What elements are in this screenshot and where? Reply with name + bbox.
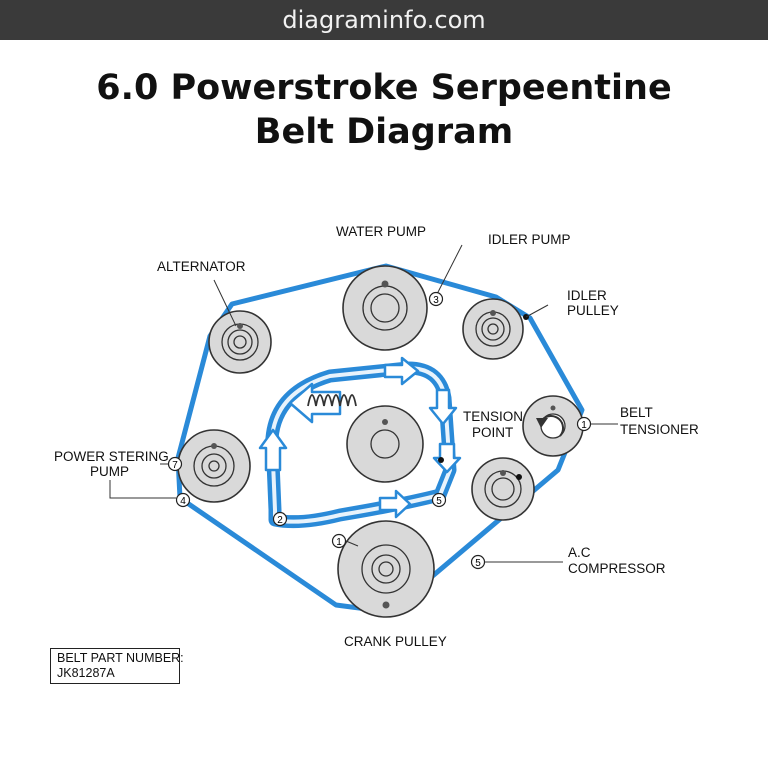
label-belt-tensioner-1: BELT [620, 405, 653, 420]
title-line-1: 6.0 Powerstroke Serpeentine [96, 68, 672, 108]
inner-belt [265, 361, 457, 529]
marker-inner-left: 2 [272, 511, 288, 527]
label-power-steering-2: PUMP [90, 464, 129, 479]
label-tension-point-1: TENSION [463, 409, 523, 424]
svg-text:5: 5 [436, 496, 442, 507]
belt-tensioner-pulley[interactable] [522, 395, 584, 457]
marker-tensioner: 1 [576, 416, 592, 432]
part-number-label: BELT PART NUMBER: [57, 651, 184, 665]
svg-text:1: 1 [336, 537, 342, 548]
marker-idler-pump: 3 [428, 291, 444, 307]
power-steering-pulley[interactable] [177, 429, 251, 503]
alternator-pulley[interactable] [208, 310, 272, 374]
label-power-steering-1: POWER STERING [54, 449, 169, 464]
label-ac-2: COMPRESSOR [568, 561, 666, 576]
belt-part-number-box: BELT PART NUMBER: JK81287A [50, 648, 184, 684]
rotation-arrow-icon [541, 414, 565, 437]
svg-text:3: 3 [433, 295, 439, 306]
title-line-2: Belt Diagram [254, 112, 514, 152]
water-pump-pulley[interactable] [342, 265, 428, 351]
crank-pulley[interactable] [337, 520, 435, 618]
marker-ac: 5 [470, 554, 486, 570]
marker-ps-lower: 4 [175, 492, 191, 508]
marker-ps-upper: 7 [167, 456, 183, 472]
belt-ribs-icon [307, 394, 357, 407]
center-pulley[interactable] [346, 405, 424, 483]
label-water-pump: WATER PUMP [336, 224, 426, 239]
site-header: diagraminfo.com [0, 0, 768, 40]
svg-text:7: 7 [172, 460, 178, 471]
label-belt-tensioner-2: TENSIONER [620, 422, 699, 437]
label-tension-point-2: POINT [472, 425, 513, 440]
arrow-down-right [428, 388, 458, 426]
outer-belt [175, 263, 585, 615]
svg-text:4: 4 [180, 496, 186, 507]
tension-point-pulley[interactable] [471, 457, 535, 521]
arrow-up-left [258, 428, 288, 472]
label-idler-pulley-2: PULLEY [567, 303, 619, 318]
arrow-right-top [383, 356, 420, 386]
label-ac-1: A.C [568, 545, 591, 560]
page-title: 6.0 Powerstroke Serpeentine Belt Diagram [0, 66, 768, 154]
label-idler-pulley-1: IDLER [567, 288, 607, 303]
arrow-right-bottom [378, 489, 412, 519]
idler-pump-pulley[interactable] [462, 298, 524, 360]
label-idler-pump: IDLER PUMP [488, 232, 571, 247]
marker-crank: 1 [331, 533, 347, 549]
label-alternator: ALTERNATOR [157, 259, 246, 274]
svg-text:2: 2 [277, 515, 283, 526]
label-crank-pulley: CRANK PULLEY [344, 634, 447, 649]
site-domain[interactable]: diagraminfo.com [282, 6, 486, 34]
marker-inner-right: 5 [431, 492, 447, 508]
part-number-value: JK81287A [57, 666, 115, 680]
svg-text:1: 1 [581, 420, 587, 431]
svg-text:5: 5 [475, 558, 481, 569]
